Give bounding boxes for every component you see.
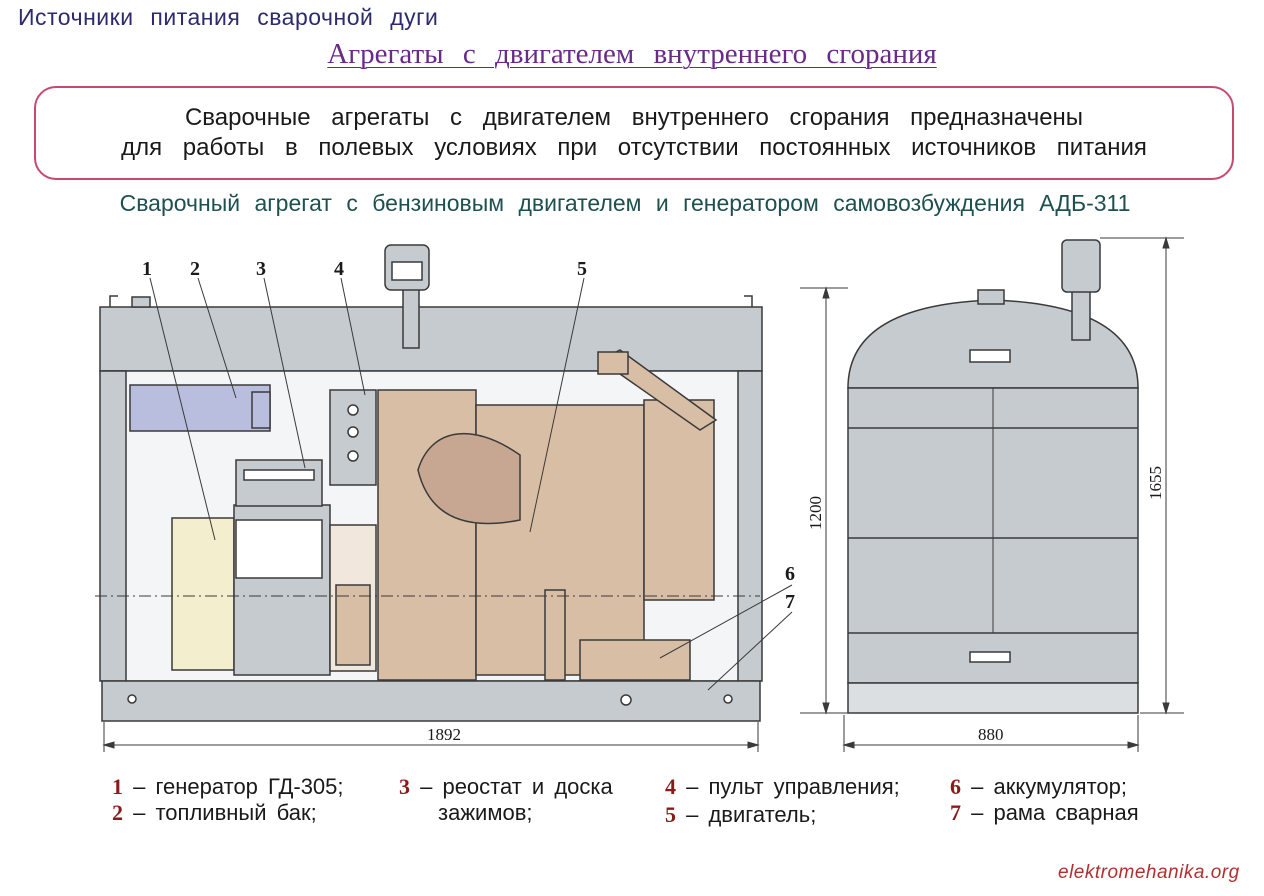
hook-left — [109, 295, 118, 307]
rheostat-block — [335, 584, 371, 666]
watermark: elektromehanika.org — [1058, 862, 1240, 883]
end-pipe — [1071, 289, 1091, 341]
dimension-length-value: 1892 — [427, 725, 461, 744]
callout-leaders — [149, 277, 793, 691]
dimension-body-height — [800, 286, 848, 715]
legend-item-7: 7 – рама сварная — [950, 800, 1139, 825]
engine-rear — [643, 399, 715, 601]
bottom-frame — [101, 680, 761, 722]
bolt — [127, 694, 137, 704]
terminal-board — [235, 519, 323, 579]
end-view — [847, 239, 1139, 714]
callout-5: 5 — [577, 258, 587, 280]
bolt — [723, 694, 733, 704]
hook-right — [744, 295, 753, 307]
legend-item-6: 6 – аккумулятор; — [950, 774, 1127, 799]
page-heading: Источники питания сварочной дуги — [18, 4, 439, 30]
leader-2 — [197, 277, 237, 399]
callout-4: 4 — [334, 258, 344, 280]
right-post — [737, 370, 763, 682]
dimension-body-height-value: 1200 — [806, 496, 825, 530]
gauge-2 — [347, 426, 359, 438]
top-cover — [99, 306, 763, 372]
dimension-total-height-value: 1655 — [1146, 466, 1165, 500]
dimension-width — [842, 715, 1140, 752]
welding-unit-drawing: 1 2 3 4 5 6 7 1892 880 — [95, 236, 1184, 752]
callout-numbers: 1 2 3 4 5 6 7 — [142, 258, 795, 613]
dimension-width-value: 880 — [978, 725, 1004, 744]
bolt — [620, 694, 632, 706]
intake-manifold — [417, 432, 521, 525]
dimension-length — [102, 722, 760, 752]
fuel-tank — [129, 384, 271, 432]
end-roof — [847, 299, 1139, 389]
legend-item-5: 5 – двигатель; — [665, 802, 817, 827]
diagram-caption: Сварочный агрегат с бензиновым двигателе… — [119, 190, 1131, 216]
rheostat-grille — [243, 469, 315, 481]
dimension-total-height — [1100, 236, 1184, 715]
leader-1 — [149, 277, 216, 541]
legend-item-1: 1 – генератор ГД-305; — [112, 774, 344, 799]
callout-3: 3 — [256, 258, 266, 280]
fuel-tank-cap — [251, 391, 271, 429]
generator-body — [171, 517, 235, 671]
callout-6: 6 — [785, 563, 795, 585]
end-filter — [1061, 239, 1101, 293]
legend-item-3-cont: зажимов; — [438, 800, 533, 825]
leader-6 — [659, 584, 793, 659]
purpose-box: Сварочные агрегаты с двигателем внутренн… — [34, 86, 1234, 180]
leader-4 — [340, 277, 366, 396]
leader-3 — [263, 277, 306, 469]
legend-item-4: 4 – пульт управления; — [665, 774, 900, 799]
rheostat — [235, 459, 323, 507]
leader-5 — [529, 277, 585, 533]
end-vent — [969, 349, 1011, 363]
callout-7: 7 — [785, 591, 795, 613]
engine-support — [544, 589, 566, 681]
end-handle — [969, 651, 1011, 663]
cap-small — [131, 296, 151, 308]
callout-2: 2 — [190, 258, 200, 280]
purpose-line-2: для работы в полевых условиях при отсутс… — [121, 134, 1147, 161]
leader-7 — [707, 611, 793, 691]
purpose-line-1: Сварочные агрегаты с двигателем внутренн… — [184, 104, 1084, 131]
air-filter-grille — [391, 261, 423, 281]
muffler-cap — [597, 351, 629, 375]
side-view — [99, 244, 763, 722]
left-post — [99, 370, 127, 682]
legend-item-2: 2 – топливный бак; — [112, 800, 317, 825]
callout-1: 1 — [142, 258, 152, 280]
end-skid — [847, 682, 1139, 714]
battery — [579, 639, 691, 681]
page-subtitle: Агрегаты с двигателем внутреннего сгоран… — [327, 38, 937, 70]
legend-item-3: 3 – реостат и доска — [399, 774, 613, 799]
intake-pipe — [402, 287, 420, 349]
gauge-1 — [347, 404, 359, 416]
gauge-3 — [347, 450, 359, 462]
end-filler — [977, 289, 1005, 305]
